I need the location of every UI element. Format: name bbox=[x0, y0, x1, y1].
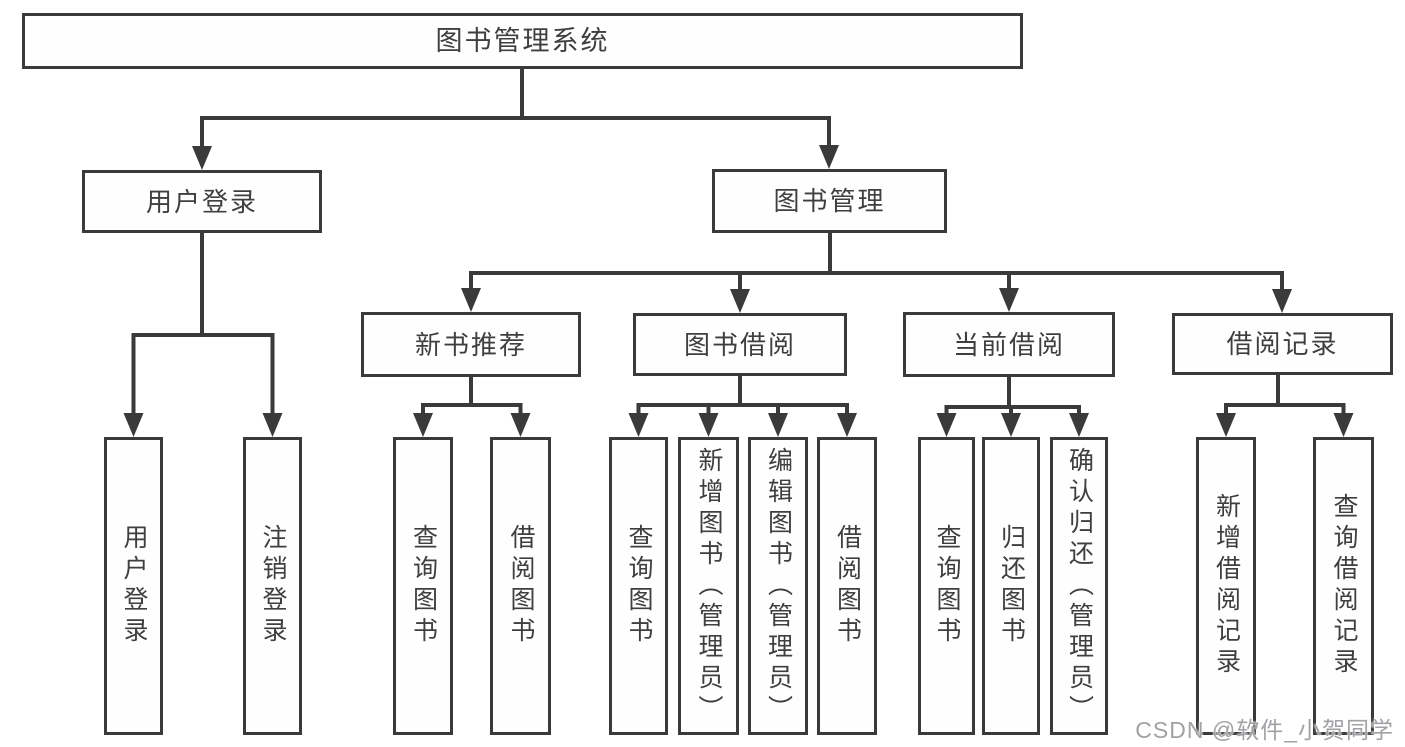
leaf-add-borrow-record: 新增借阅记录 bbox=[1196, 437, 1256, 735]
leaf-add-books-admin-label: 新增图书（管理员） bbox=[695, 446, 723, 726]
csdn-watermark: CSDN @软件_小贺同学 bbox=[1135, 717, 1394, 743]
arrowhead-down-icon bbox=[819, 145, 839, 169]
node-new-book-recommend: 新书推荐 bbox=[361, 312, 581, 377]
node-book-borrow: 图书借阅 bbox=[633, 313, 847, 376]
arrowhead-down-icon bbox=[262, 413, 283, 437]
node-borrow-records: 借阅记录 bbox=[1172, 313, 1393, 375]
node-book-management-label: 图书管理 bbox=[773, 186, 886, 216]
arrowhead-down-icon bbox=[730, 289, 750, 313]
node-library-system: 图书管理系统 bbox=[22, 13, 1023, 69]
leaf-borrow-books-label: 借阅图书 bbox=[833, 524, 862, 648]
leaf-borrow-books-recommend-label: 借阅图书 bbox=[507, 524, 535, 648]
arrowhead-down-icon bbox=[461, 288, 481, 312]
leaf-query-books-borrow-label: 查询图书 bbox=[625, 524, 653, 648]
leaf-query-books-current-label: 查询图书 bbox=[933, 524, 961, 648]
arrowhead-down-icon bbox=[1001, 413, 1021, 437]
arrowhead-down-icon bbox=[510, 413, 531, 437]
arrowhead-down-icon bbox=[768, 413, 788, 437]
leaf-user-login: 用户登录 bbox=[104, 437, 163, 735]
leaf-query-borrow-record-label: 查询借阅记录 bbox=[1330, 493, 1358, 679]
node-library-system-label: 图书管理系统 bbox=[435, 25, 610, 56]
node-current-borrow: 当前借阅 bbox=[903, 312, 1115, 377]
arrowhead-down-icon bbox=[192, 146, 212, 170]
leaf-return-books: 归还图书 bbox=[982, 437, 1040, 735]
leaf-logout: 注销登录 bbox=[243, 437, 302, 735]
leaf-query-books-borrow: 查询图书 bbox=[609, 437, 668, 735]
node-user-login: 用户登录 bbox=[82, 170, 322, 233]
leaf-edit-books-admin: 编辑图书（管理员） bbox=[748, 437, 808, 735]
arrowhead-down-icon bbox=[999, 288, 1019, 312]
arrowhead-down-icon bbox=[413, 413, 433, 437]
leaf-edit-books-admin-label: 编辑图书（管理员） bbox=[764, 446, 793, 726]
leaf-confirm-return-admin: 确认归还（管理员） bbox=[1050, 437, 1108, 735]
leaf-logout-label: 注销登录 bbox=[259, 524, 287, 648]
node-book-management: 图书管理 bbox=[712, 169, 947, 233]
arrowhead-down-icon bbox=[1069, 413, 1089, 437]
leaf-add-books-admin: 新增图书（管理员） bbox=[678, 437, 739, 735]
arrowhead-down-icon bbox=[123, 413, 144, 437]
leaf-borrow-books-recommend: 借阅图书 bbox=[490, 437, 551, 735]
node-current-borrow-label: 当前借阅 bbox=[952, 329, 1065, 360]
leaf-borrow-books: 借阅图书 bbox=[817, 437, 877, 735]
leaf-query-borrow-record: 查询借阅记录 bbox=[1313, 437, 1374, 735]
leaf-query-books-recommend: 查询图书 bbox=[393, 437, 453, 735]
node-user-login-label: 用户登录 bbox=[145, 186, 258, 217]
arrowhead-down-icon bbox=[837, 413, 857, 437]
node-new-book-recommend-label: 新书推荐 bbox=[414, 329, 527, 360]
arrowhead-down-icon bbox=[1272, 289, 1292, 313]
leaf-user-login-label: 用户登录 bbox=[120, 524, 148, 648]
arrowhead-down-icon bbox=[628, 413, 649, 437]
leaf-query-books-recommend-label: 查询图书 bbox=[409, 524, 438, 648]
arrowhead-down-icon bbox=[1333, 413, 1354, 437]
leaf-query-books-current: 查询图书 bbox=[918, 437, 975, 735]
leaf-confirm-return-admin-label: 确认归还（管理员） bbox=[1065, 446, 1094, 726]
node-borrow-records-label: 借阅记录 bbox=[1226, 329, 1339, 359]
node-book-borrow-label: 图书借阅 bbox=[683, 329, 796, 360]
leaf-add-borrow-record-label: 新增借阅记录 bbox=[1212, 493, 1241, 679]
arrowhead-down-icon bbox=[936, 413, 957, 437]
leaf-return-books-label: 归还图书 bbox=[997, 524, 1026, 648]
arrowhead-down-icon bbox=[698, 413, 719, 437]
arrowhead-down-icon bbox=[1216, 413, 1236, 437]
